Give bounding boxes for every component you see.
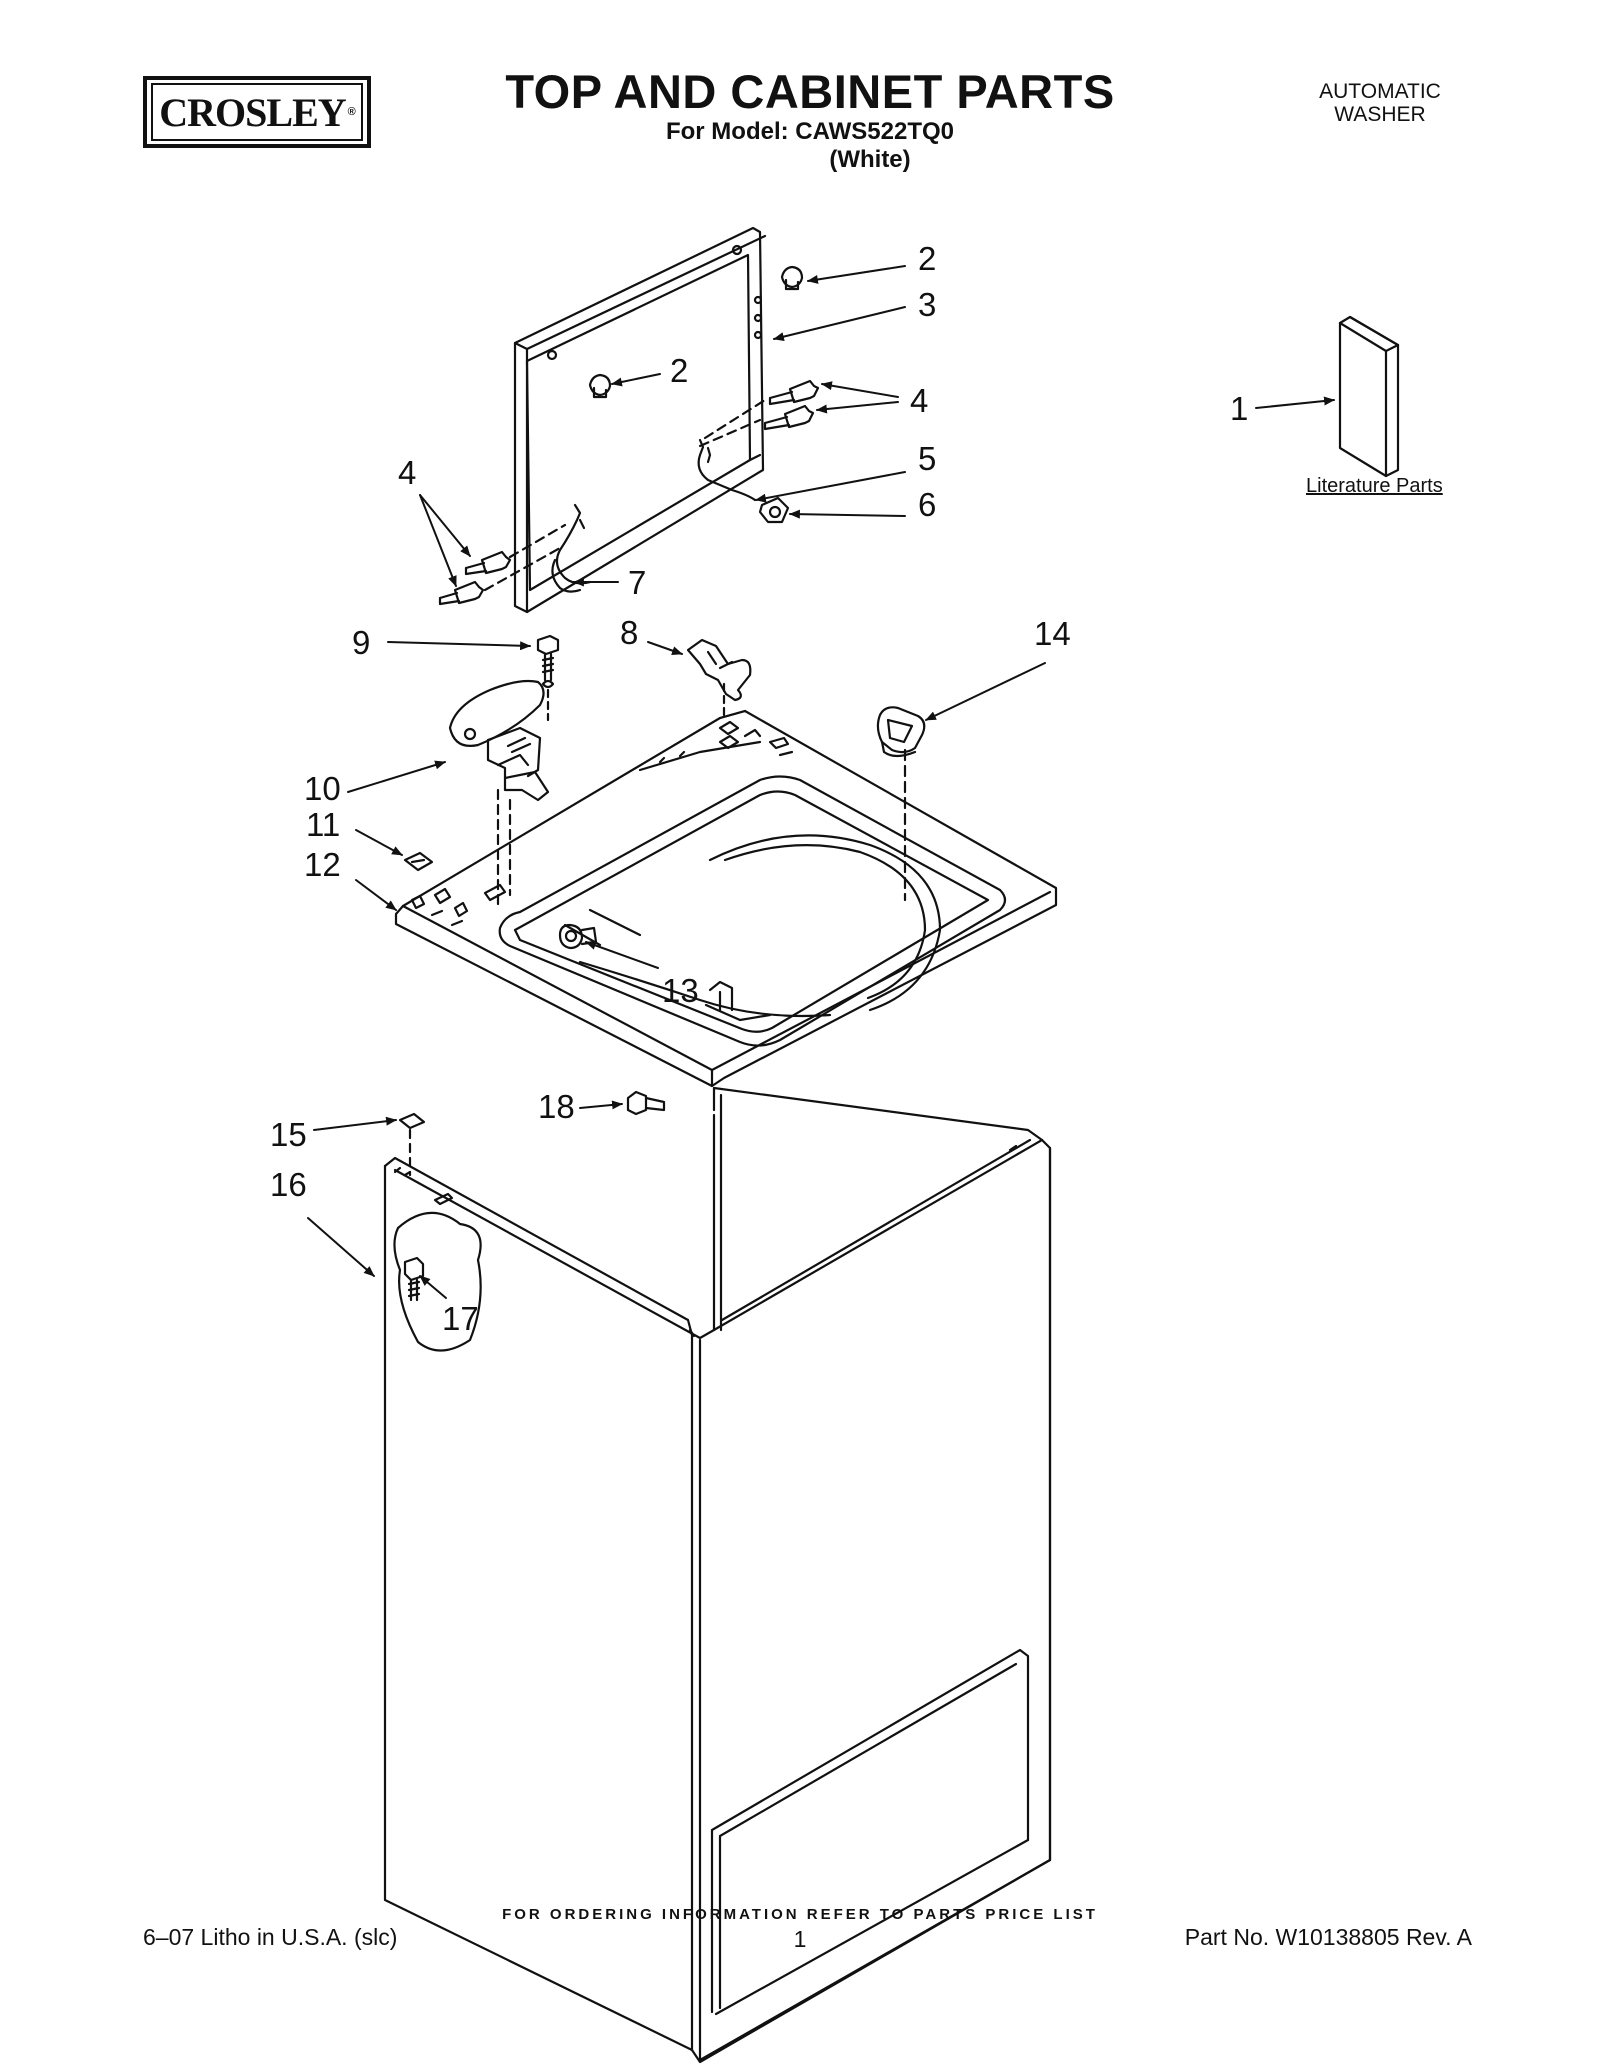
brand-name: CROSLEY	[159, 89, 346, 135]
callout-4-right: 4	[910, 382, 928, 419]
screw-icon	[438, 523, 567, 606]
callout-8: 8	[620, 614, 638, 651]
lid-switch-screw-icon	[536, 634, 560, 722]
model-line: For Model: CAWS522TQ0	[665, 118, 955, 145]
registered-mark: ®	[347, 106, 356, 118]
hinge-cap-icon	[758, 496, 790, 524]
clip-icon	[398, 1112, 426, 1177]
callout-4-left: 4	[398, 454, 416, 491]
callout-12: 12	[304, 846, 341, 883]
lid-switch-icon	[448, 679, 550, 907]
screw-icon	[698, 379, 820, 448]
screw-icon	[403, 1256, 425, 1302]
callout-11: 11	[306, 806, 340, 843]
clamp-icon	[686, 638, 752, 722]
brand-logo: CROSLEY®	[143, 76, 371, 148]
leader-lines	[307, 265, 1335, 1299]
part-number: Part No. W10138805 Rev. A	[1184, 1924, 1472, 1950]
page-title: TOP AND CABINET PARTS	[505, 65, 1115, 118]
callout-18: 18	[538, 1088, 575, 1125]
callout-2-upper: 2	[918, 240, 936, 277]
clip-icon	[403, 851, 434, 872]
dispenser-cup-icon	[876, 706, 926, 902]
callout-3: 3	[918, 286, 936, 323]
callout-5: 5	[918, 440, 936, 477]
callout-13: 13	[662, 972, 699, 1009]
callout-2-lower: 2	[670, 352, 688, 389]
lid-frame	[513, 226, 767, 614]
cabinet-panel	[383, 1086, 1052, 2064]
callout-9: 9	[352, 624, 370, 661]
product-type: AUTOMATIC WASHER	[1280, 80, 1480, 126]
washer-top-panel	[394, 709, 1058, 1088]
callout-14: 14	[1034, 615, 1071, 652]
callout-10: 10	[304, 770, 341, 807]
callout-16: 16	[270, 1166, 307, 1203]
callout-6: 6	[918, 486, 936, 523]
product-type-line2: WASHER	[1334, 103, 1426, 126]
callout-15: 15	[270, 1116, 307, 1153]
literature-booklet-icon	[1338, 315, 1400, 478]
litho-line: 6–07 Litho in U.S.A. (slc)	[143, 1924, 398, 1950]
callout-1: 1	[1230, 390, 1248, 427]
color-line: (White)	[829, 146, 911, 173]
callout-17: 17	[442, 1300, 479, 1337]
lid-bumper-icon	[588, 265, 804, 399]
callout-numbers: 1 2 3 2 4 4 5 6 7 8 9 10 11 12 13 14 15 …	[270, 240, 1248, 1337]
ordering-info: FOR ORDERING INFORMATION REFER TO PARTS …	[502, 1906, 1098, 1923]
product-type-line1: AUTOMATIC	[1319, 80, 1441, 103]
literature-parts-label: Literature Parts	[1306, 475, 1443, 497]
screw-icon	[626, 1090, 666, 1116]
callout-7: 7	[628, 564, 646, 601]
hinge-rod-icon	[551, 438, 757, 593]
page-number: 1	[793, 1926, 807, 1952]
